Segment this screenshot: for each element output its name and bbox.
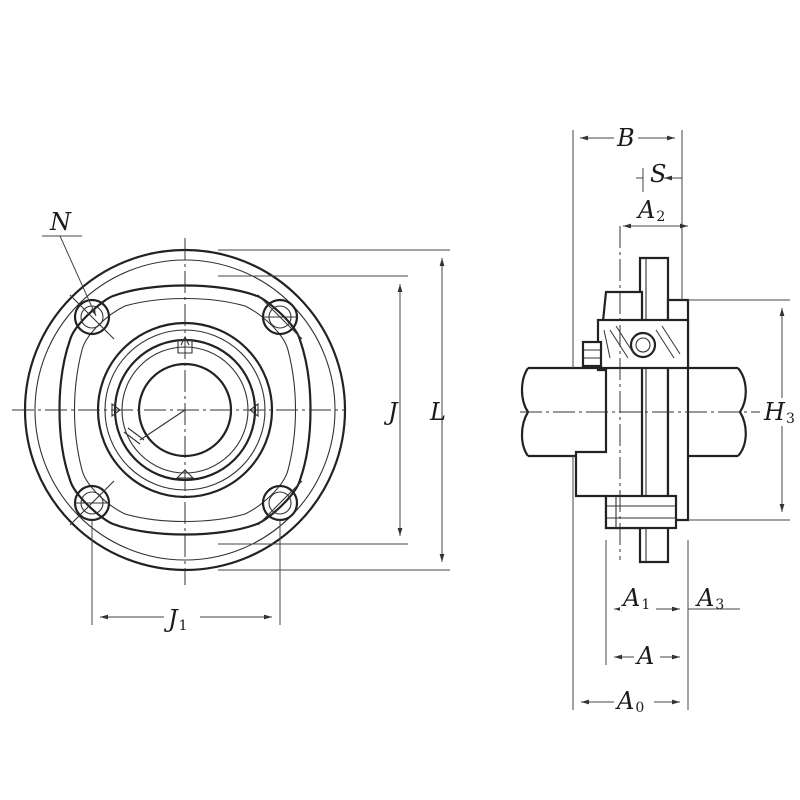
label-h3: H3 xyxy=(763,398,795,427)
label-l: L xyxy=(429,398,446,426)
bolt-hole-top-left xyxy=(73,298,111,336)
label-b: B xyxy=(616,124,635,152)
label-a: A xyxy=(635,642,654,670)
label-j: J xyxy=(383,398,399,426)
label-n: N xyxy=(49,208,72,236)
label-a2: A2 xyxy=(636,196,665,225)
side-bearing-insert xyxy=(581,318,690,370)
grease-nipple xyxy=(177,339,193,354)
label-a3: A3 xyxy=(695,584,724,613)
n-leader xyxy=(59,235,97,317)
set-screw xyxy=(581,340,603,368)
side-bolt-slot xyxy=(604,494,678,530)
housing-recess-outline xyxy=(73,297,297,523)
label-s: S xyxy=(650,160,666,188)
label-a0: A0 xyxy=(615,687,644,716)
label-a1: A1 xyxy=(621,584,650,613)
side-view: B S A2 H3 A1 A3 A A0 xyxy=(520,122,800,716)
front-view: N J L J1 xyxy=(12,208,450,634)
